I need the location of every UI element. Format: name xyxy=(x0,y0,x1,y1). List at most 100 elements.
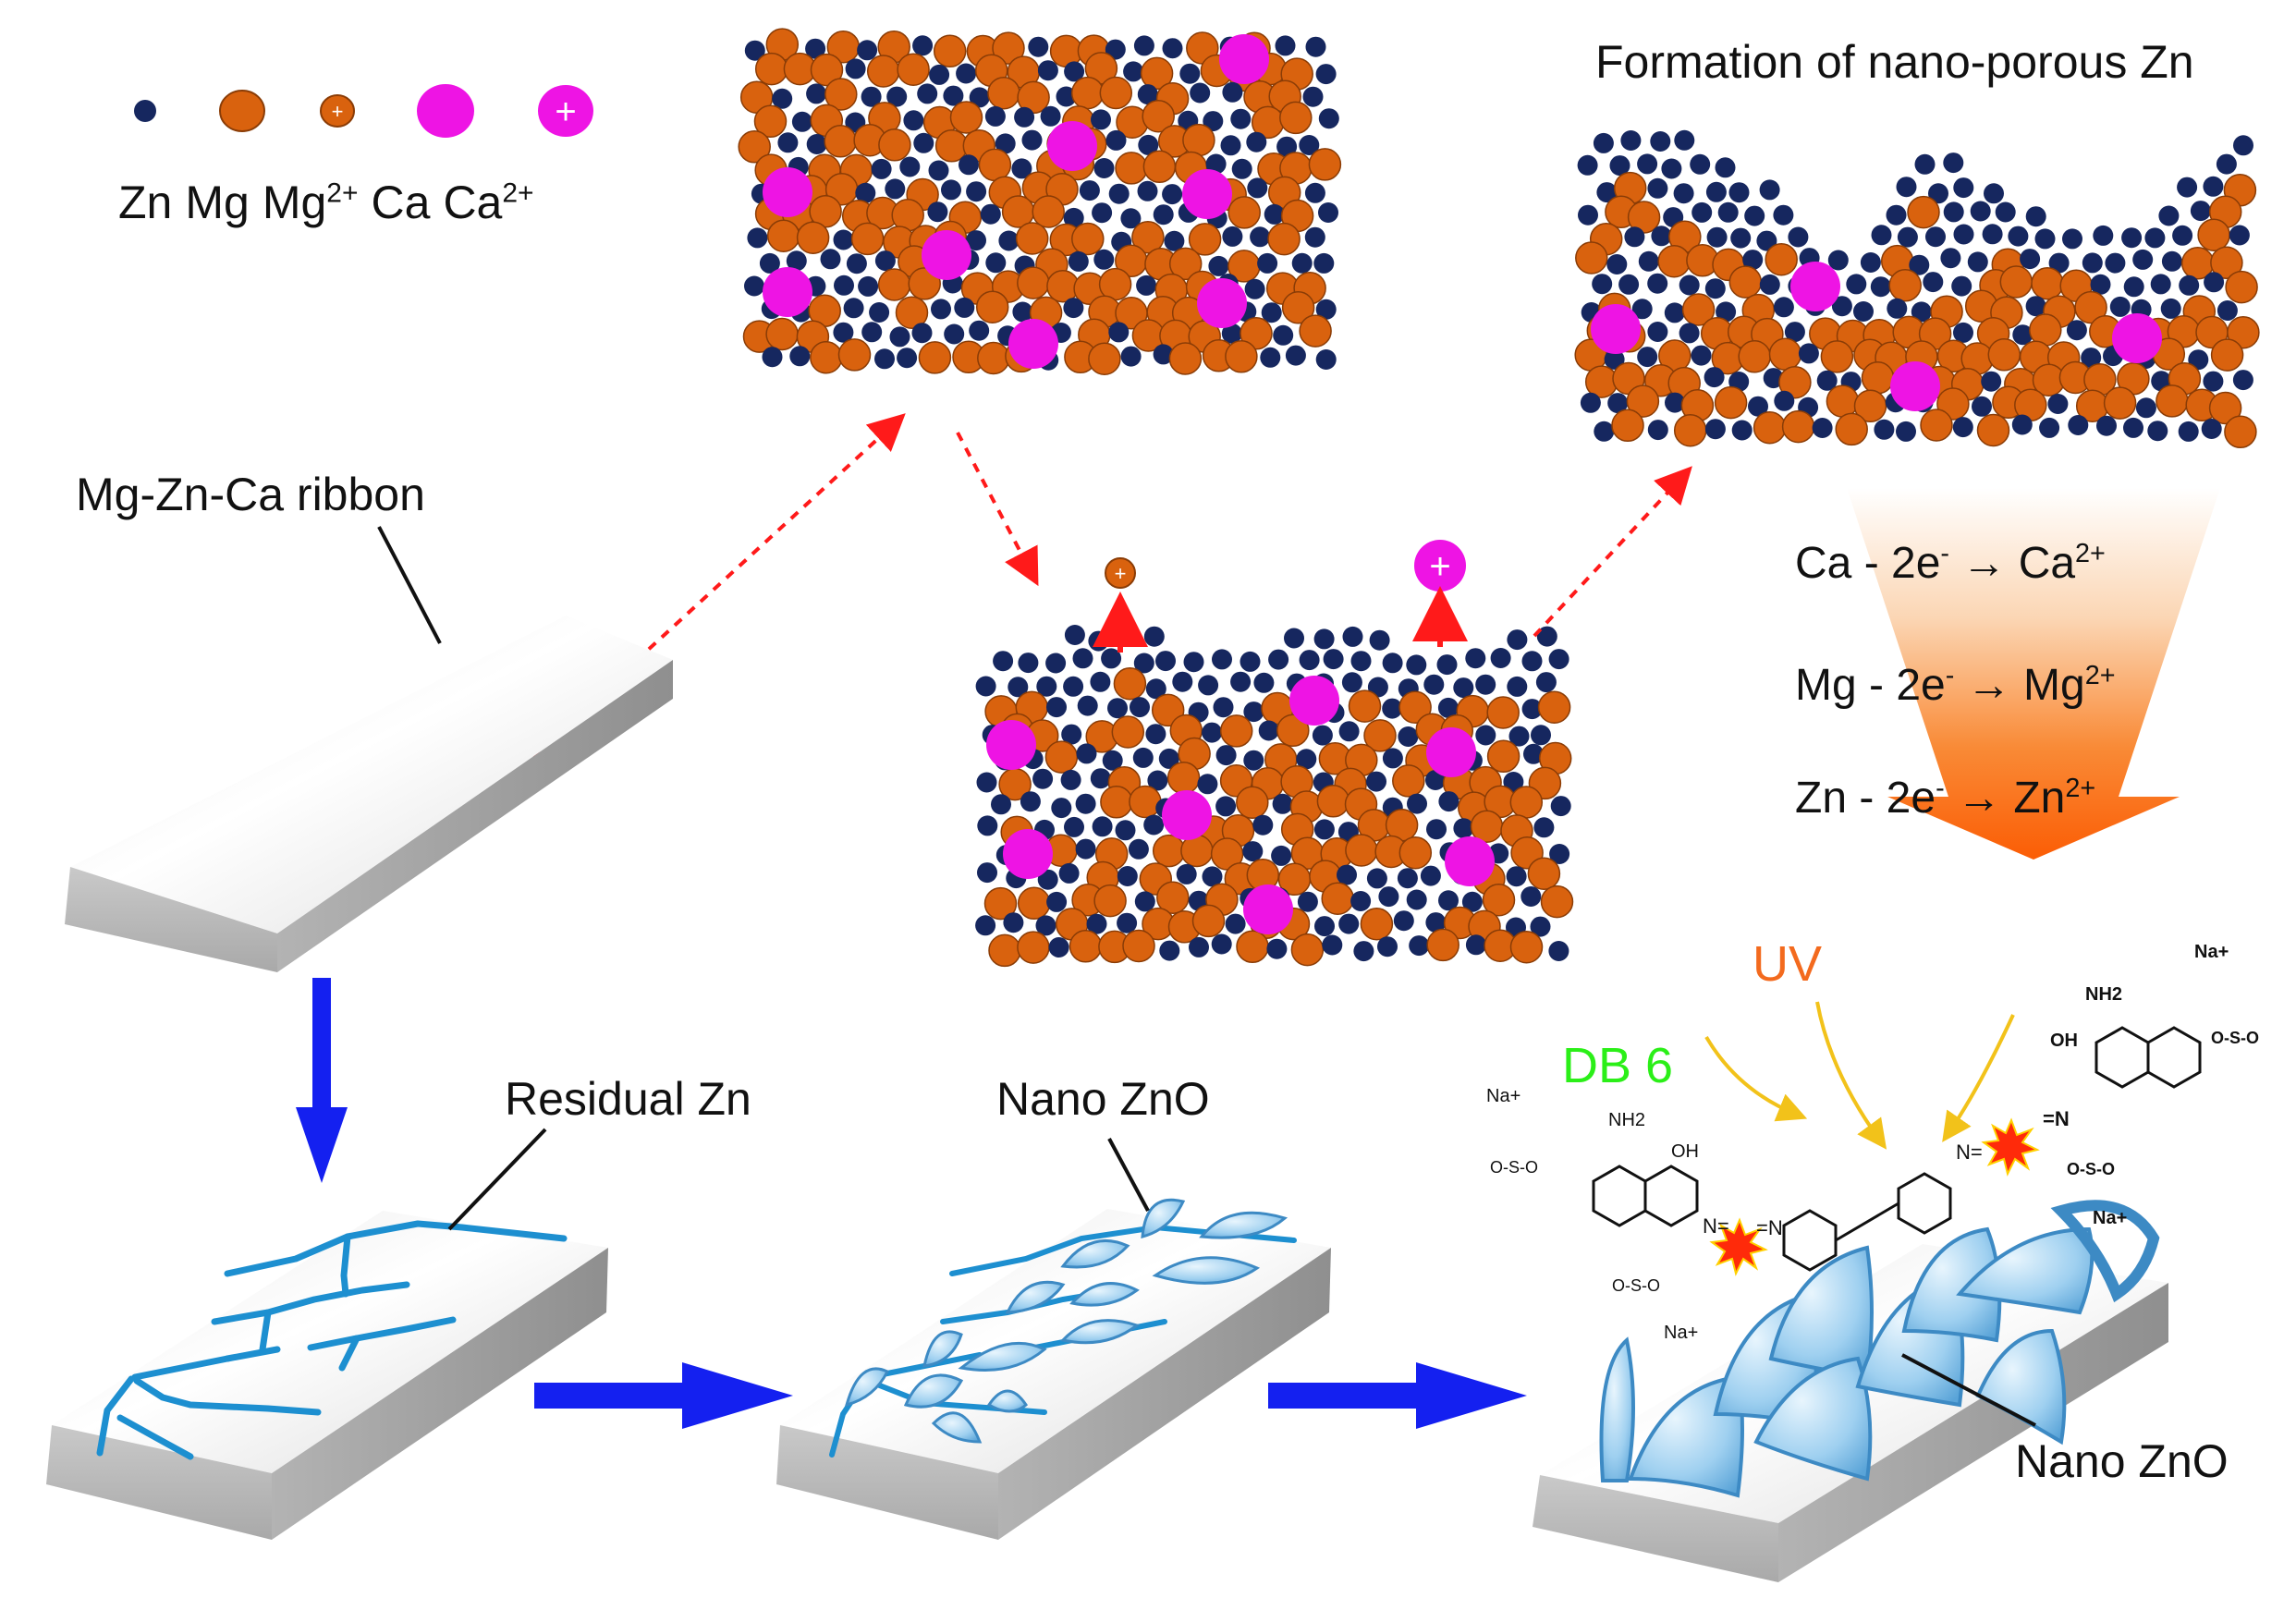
zn-atom xyxy=(1533,817,1555,838)
zn-atom xyxy=(1690,153,1711,175)
zn-atom xyxy=(1744,205,1765,226)
bond-cleavage-stars xyxy=(1709,1117,2040,1276)
zn-atom xyxy=(2229,225,2250,246)
zn-atom xyxy=(1812,418,1833,438)
mg-atom xyxy=(1820,340,1854,373)
zn-atom xyxy=(1108,183,1130,204)
mg-atom xyxy=(1360,907,1394,941)
mg-atom xyxy=(1017,886,1051,921)
zn-atom xyxy=(1021,129,1043,151)
zn-atom xyxy=(2233,135,2253,156)
zn-atom xyxy=(2150,274,2171,295)
zn-atom xyxy=(1928,183,1948,204)
zn-atom xyxy=(1647,273,1668,294)
zn-atom xyxy=(1268,649,1289,670)
zn-atom xyxy=(1465,648,1486,669)
zn-atom xyxy=(980,203,1001,225)
mg-atom xyxy=(2210,246,2243,280)
zn-atom xyxy=(1220,135,1241,156)
zn-atom xyxy=(1717,201,1739,223)
zn-atom xyxy=(2204,272,2225,293)
zn-atom xyxy=(874,250,896,272)
zn-atom xyxy=(834,274,854,296)
zn-atom xyxy=(1091,109,1111,130)
zn-atom xyxy=(1145,678,1166,700)
mol-azo-4: =N xyxy=(2043,1107,2070,1130)
zn-atom xyxy=(1475,674,1496,695)
zn-atom xyxy=(1072,648,1093,669)
zn-atom xyxy=(1260,347,1281,368)
mg-atom xyxy=(1152,834,1186,868)
zn-atom xyxy=(1715,157,1736,178)
crack xyxy=(133,1377,322,1416)
zn-atom xyxy=(2123,276,2144,298)
released-ions: + + xyxy=(1093,540,1468,653)
zn-atom xyxy=(1323,649,1344,670)
mg-atom xyxy=(2074,290,2107,324)
zn-atom xyxy=(1577,154,1598,176)
legend-label-mg-ion-charge: 2+ xyxy=(326,177,359,209)
mg-atom xyxy=(1099,76,1133,110)
legend-mg-ion-plus: + xyxy=(332,100,344,123)
zn-atom xyxy=(843,298,864,319)
mg-atom xyxy=(2210,338,2244,372)
mg-atom xyxy=(1768,337,1802,372)
zn-atom xyxy=(1063,676,1084,697)
zn-atom xyxy=(1313,628,1335,650)
zno-petal xyxy=(1060,1319,1141,1345)
zno-arch xyxy=(1956,1226,2094,1315)
zn-atom xyxy=(1338,721,1360,742)
zn-atom xyxy=(1312,725,1333,746)
zn-atom xyxy=(1353,941,1374,962)
legend-label-ca-ion-symbol: Ca xyxy=(443,177,503,228)
mg-atom xyxy=(1681,293,1716,326)
zn-atom xyxy=(1120,208,1142,229)
zn-atom xyxy=(1211,933,1232,955)
zn-atom xyxy=(1302,86,1324,107)
zn-atom xyxy=(944,323,965,345)
mol-sulfonate-1: O-S-O xyxy=(1490,1158,1538,1177)
zn-atom xyxy=(759,252,780,274)
biphenyl-ring-1 xyxy=(1782,1209,1838,1272)
ca-atom xyxy=(1182,169,1232,219)
mg-atom xyxy=(1168,247,1203,281)
zn-atom xyxy=(1341,672,1362,693)
mol-na-3: Na+ xyxy=(2194,942,2229,962)
zn-atom xyxy=(1606,254,1628,274)
mg-atom xyxy=(1219,714,1253,748)
naphthalene-ring-left-b xyxy=(1643,1165,1699,1227)
zn-atom xyxy=(886,86,908,107)
zn-atom xyxy=(1953,224,1974,245)
equation-ca-right: Ca xyxy=(2018,539,2076,588)
zn-atom xyxy=(2008,226,2029,247)
zn-atom xyxy=(1003,912,1024,933)
zn-atom xyxy=(1704,419,1726,440)
mg-atom xyxy=(1537,690,1571,724)
zn-atom xyxy=(1222,81,1243,103)
zn-atom xyxy=(1318,202,1338,223)
particle-cluster-alloy xyxy=(738,28,1342,375)
mg-atom xyxy=(1486,696,1520,729)
zn-atom xyxy=(1637,153,1658,175)
zn-atom xyxy=(1243,701,1264,723)
mg-atom xyxy=(1122,929,1155,963)
zn-atom xyxy=(1647,420,1668,441)
zn-atom xyxy=(1748,396,1768,417)
zn-atom xyxy=(1647,322,1668,342)
uv-arrow xyxy=(1704,1035,1808,1122)
zn-atom xyxy=(1018,653,1039,674)
zn-atom xyxy=(1048,937,1069,958)
mg-atom xyxy=(1166,761,1201,795)
legend-label-mg-ion: Mg2+ xyxy=(263,177,359,228)
zn-atom xyxy=(1117,912,1138,933)
label-porous-title: Formation of nano-porous Zn xyxy=(1595,36,2194,88)
mol-oh-2: OH xyxy=(2050,1031,2078,1051)
zn-atom xyxy=(1020,791,1041,812)
legend-mg-ion xyxy=(320,94,355,128)
zn-atom xyxy=(1130,697,1150,718)
zn-atom xyxy=(927,201,948,223)
leader-ribbon xyxy=(377,526,442,644)
mg-atom xyxy=(877,268,911,301)
zn-atom xyxy=(1056,86,1077,107)
zn-atom xyxy=(943,85,964,106)
